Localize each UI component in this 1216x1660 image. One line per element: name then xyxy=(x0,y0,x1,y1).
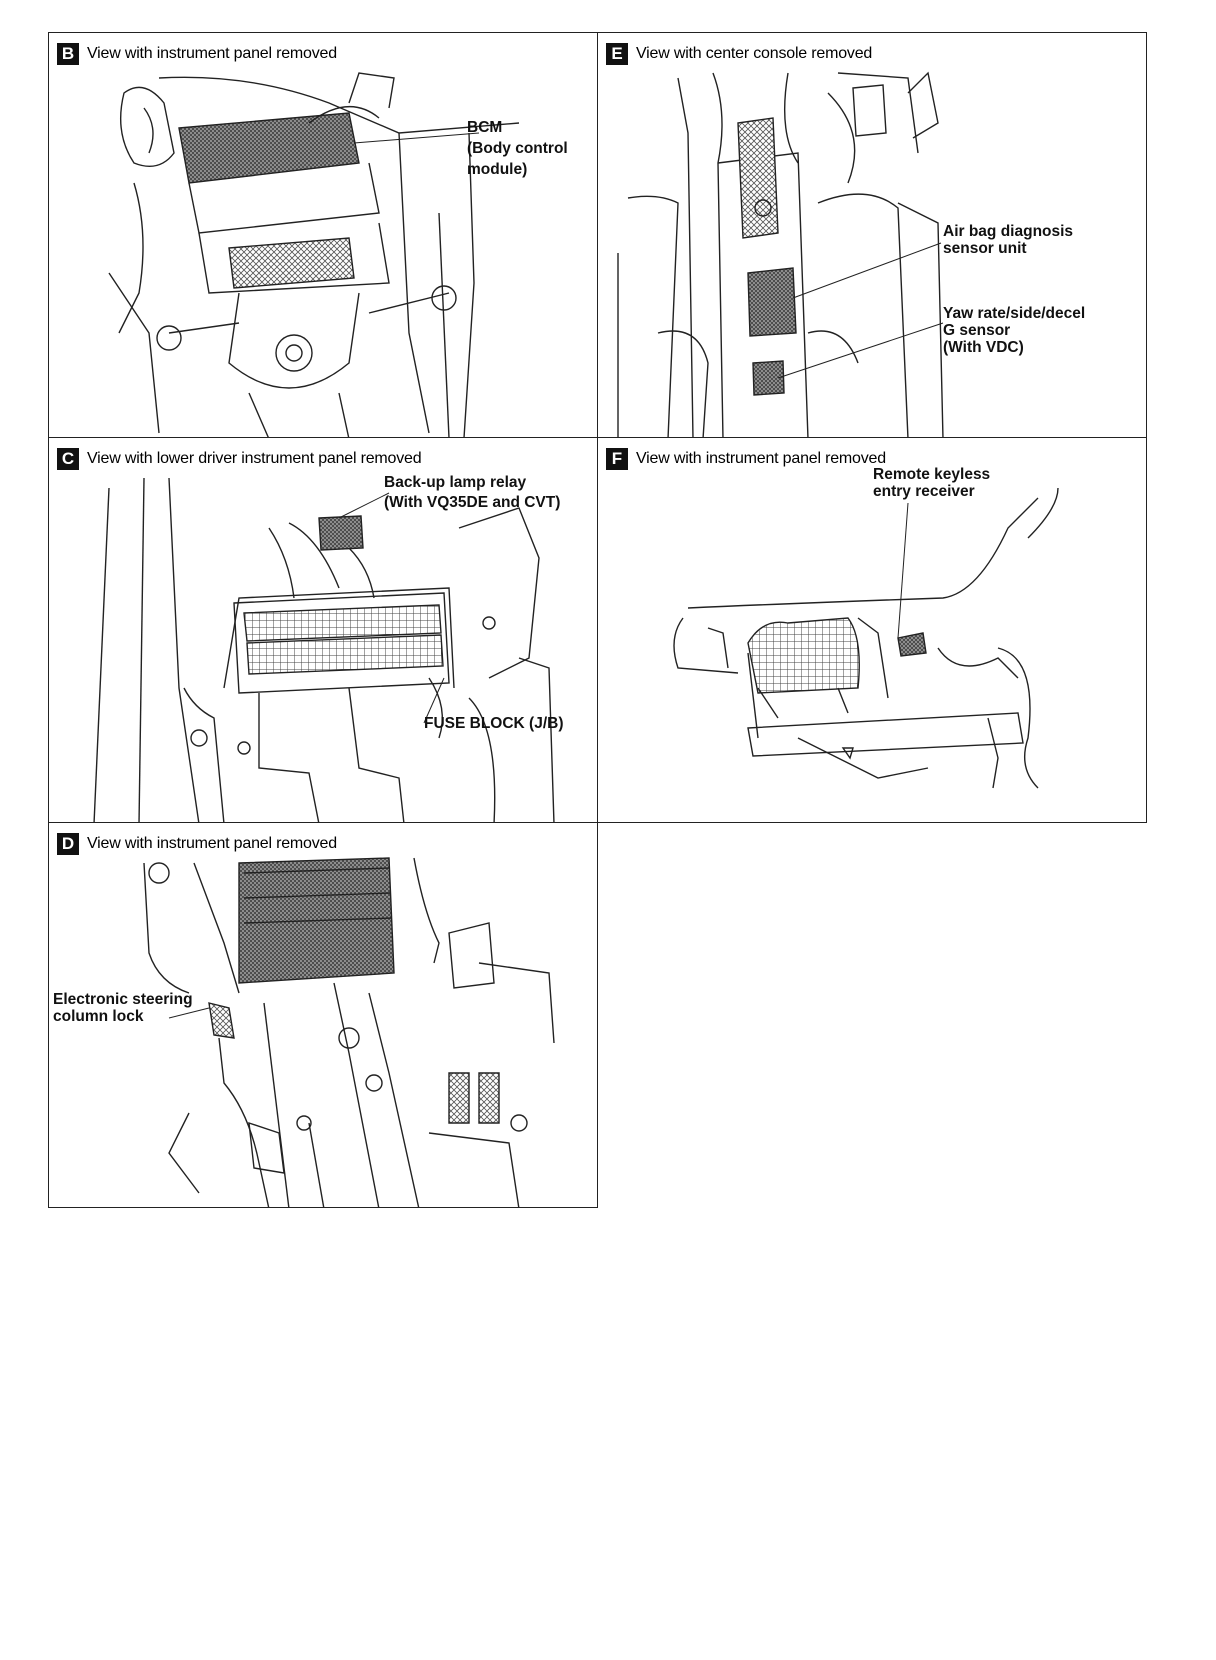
airbag-callout: Air bag diagnosis sensor unit xyxy=(943,223,1073,257)
airbag-callout-line: Air bag diagnosis xyxy=(943,223,1074,240)
panel-e-badge: E xyxy=(606,43,628,65)
fuse-callout-line: FUSE BLOCK (J/B) xyxy=(424,715,564,732)
panel-c-title: View with lower driver instrument panel … xyxy=(87,450,422,467)
relay-callout-line: Back-up lamp relay xyxy=(384,474,527,491)
panel-e: E View with center console removed xyxy=(597,32,1147,438)
lock-callout-line: column lock xyxy=(53,1008,144,1025)
bcm-callout-line: module) xyxy=(467,161,528,178)
panel-f: F View with instrument panel removed Rem… xyxy=(597,437,1147,823)
keyless-callout-line: Remote keyless xyxy=(873,466,991,483)
panel-f-title: View with instrument panel removed xyxy=(636,450,886,467)
lock-callout: Electronic steering column lock xyxy=(53,991,193,1025)
lock-callout-line: Electronic steering xyxy=(53,991,193,1008)
bcm-callout-line: (Body control xyxy=(467,140,568,157)
bcm-callout: BCM (Body control module) xyxy=(467,119,568,178)
panel-d-badge: D xyxy=(57,833,79,855)
relay-callout-line: (With VQ35DE and CVT) xyxy=(384,494,561,511)
panel-b-header: B View with instrument panel removed xyxy=(57,43,337,65)
panel-b: B View with instrument panel removed xyxy=(48,32,598,438)
panel-e-illustration xyxy=(617,71,944,437)
yaw-callout-line: (With VDC) xyxy=(943,339,1024,356)
keyless-callout-line: entry receiver xyxy=(873,483,975,500)
yaw-callout: Yaw rate/side/decel G sensor (With VDC) xyxy=(943,305,1085,356)
panel-b-title: View with instrument panel removed xyxy=(87,45,337,62)
panel-c-badge: C xyxy=(57,448,79,470)
panel-c-illustration xyxy=(93,477,555,822)
panel-c-header: C View with lower driver instrument pane… xyxy=(57,448,422,470)
panel-d-illustration xyxy=(143,857,555,1207)
panel-d: D View with instrument panel removed xyxy=(48,822,598,1208)
fuse-callout: FUSE BLOCK (J/B) xyxy=(424,715,564,732)
panel-c: C View with lower driver instrument pane… xyxy=(48,437,598,823)
panel-f-header: F View with instrument panel removed xyxy=(606,448,886,470)
panel-b-illustration xyxy=(108,72,520,437)
panel-e-title: View with center console removed xyxy=(636,45,873,62)
panel-b-badge: B xyxy=(57,43,79,65)
keyless-callout: Remote keyless entry receiver xyxy=(873,466,990,500)
bcm-callout-line: BCM xyxy=(467,119,503,136)
panel-d-title: View with instrument panel removed xyxy=(87,835,337,852)
relay-callout: Back-up lamp relay (With VQ35DE and CVT) xyxy=(384,474,560,511)
panel-f-badge: F xyxy=(606,448,628,470)
yaw-callout-line: Yaw rate/side/decel xyxy=(943,305,1086,322)
airbag-callout-line: sensor unit xyxy=(943,240,1027,257)
panel-f-illustration xyxy=(673,487,1059,789)
panel-d-header: D View with instrument panel removed xyxy=(57,833,337,855)
yaw-callout-line: G sensor xyxy=(943,322,1011,339)
panel-e-header: E View with center console removed xyxy=(606,43,872,65)
